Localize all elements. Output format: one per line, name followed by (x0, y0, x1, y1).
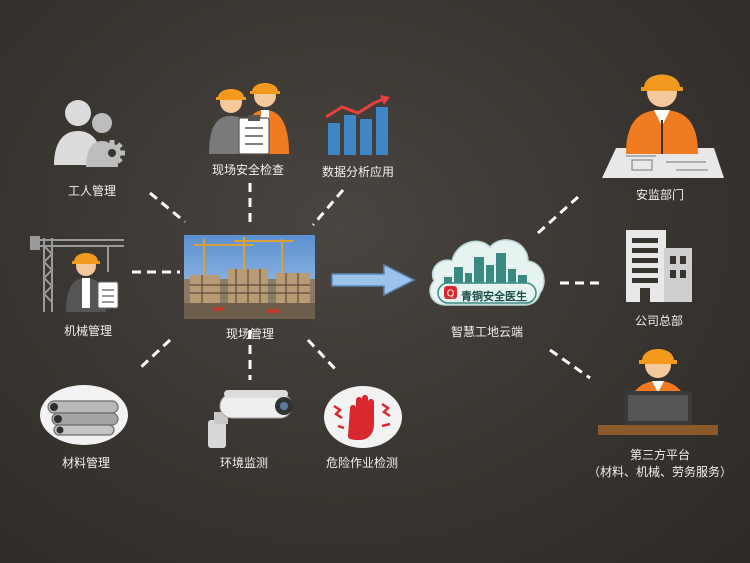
tower-crane-worker-icon (28, 232, 128, 314)
module-label-data: 数据分析应用 (321, 165, 395, 179)
office-building-icon (624, 228, 694, 302)
connector-material (138, 338, 172, 370)
stakeholder-label-thirdparty: 第三方平台 (629, 448, 691, 462)
construction-site-photo (184, 235, 315, 319)
supervisor-blueprint-icon (596, 70, 726, 180)
module-label-worker: 工人管理 (67, 184, 117, 198)
module-label-danger: 危险作业检测 (325, 456, 399, 470)
cloud-brand-label: 青铜安全医生 (461, 290, 527, 303)
worker-group-gear-icon (50, 95, 130, 173)
connector-thirdparty (549, 348, 591, 380)
hub-label: 现场管理 (225, 327, 275, 341)
cloud-icon: Q (424, 227, 550, 313)
stakeholder-label-supervision: 安监部门 (635, 188, 685, 202)
connector-data (311, 189, 345, 226)
cctv-camera-icon (200, 388, 300, 450)
inspectors-clipboard-icon (203, 78, 295, 156)
stakeholder-label-hq: 公司总部 (634, 314, 684, 328)
module-label-material: 材料管理 (61, 456, 111, 470)
connector-worker (149, 191, 186, 224)
module-label-inspection: 现场安全检查 (211, 163, 285, 177)
cloud-label: 智慧工地云端 (450, 325, 524, 339)
worker-laptop-icon (596, 345, 720, 437)
bar-chart-trend-icon (322, 95, 394, 157)
flow-arrow-icon (330, 263, 416, 297)
module-label-environment: 环境监测 (219, 456, 269, 470)
svg-text:Q: Q (447, 289, 455, 300)
stakeholder-sublabel-thirdparty: （材料、机械、劳务服务） (587, 465, 733, 479)
connector-supervision (536, 195, 580, 235)
module-label-machine: 机械管理 (63, 324, 113, 338)
steel-pipes-icon (40, 385, 128, 445)
brand-logo-icon: Q (444, 286, 457, 300)
connector-danger (306, 338, 340, 374)
hazard-hand-icon (324, 386, 402, 448)
